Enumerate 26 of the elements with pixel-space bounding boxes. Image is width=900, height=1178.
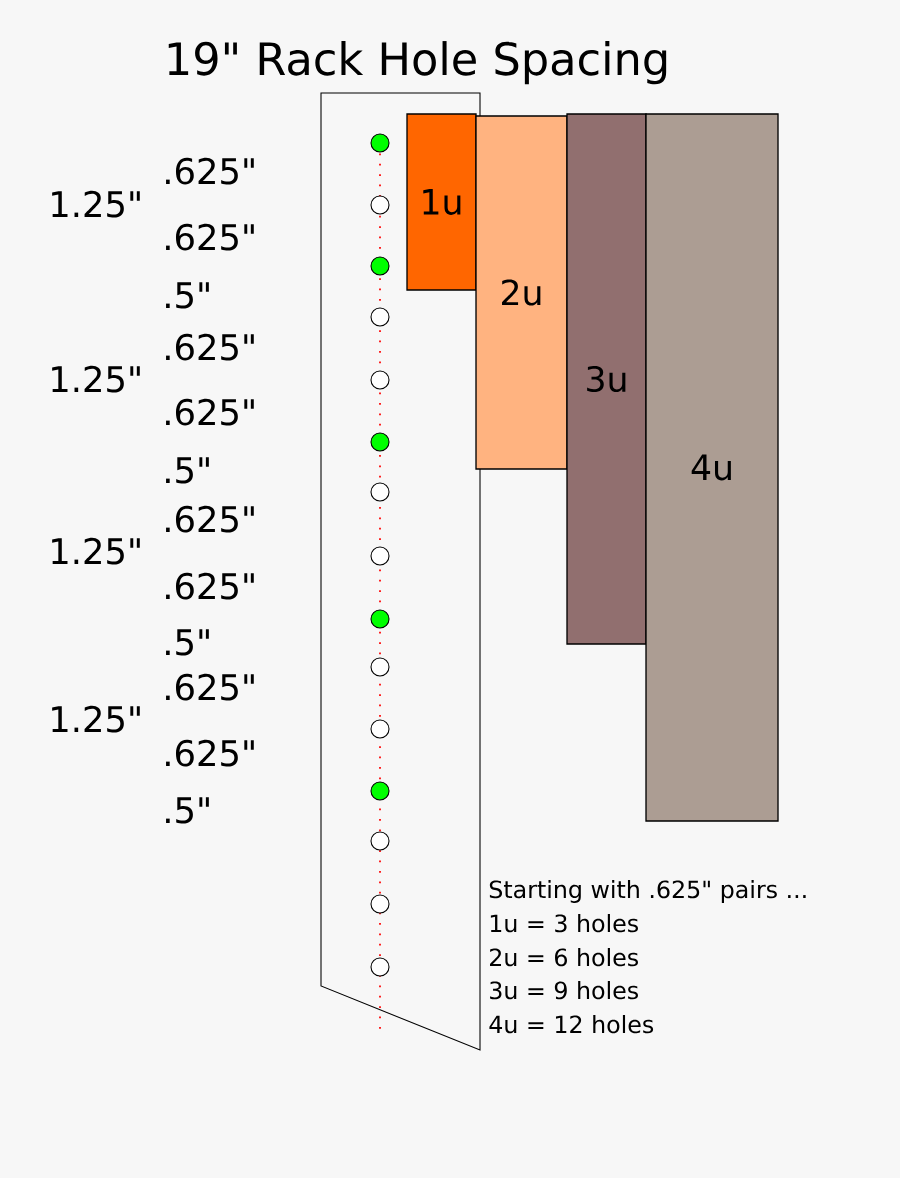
dimension-label: .625" xyxy=(166,739,254,767)
dimension-label: 1.25" xyxy=(52,365,140,393)
dimension-label: .625" xyxy=(166,505,254,533)
note-text: 1u = 3 holes xyxy=(490,914,638,933)
unit-box: 3u xyxy=(566,113,647,645)
note-text: 2u = 6 holes xyxy=(490,948,638,967)
dimension-label: .625" xyxy=(166,223,254,251)
dimension-label: .625" xyxy=(166,398,254,426)
note-text: 3u = 9 holes xyxy=(490,981,638,1000)
dimension-label: .5" xyxy=(166,282,209,309)
unit-box: 4u xyxy=(645,113,779,822)
unit-box: 1u xyxy=(406,113,477,291)
dimension-label: 1.25" xyxy=(52,537,140,565)
dimension-label: .5" xyxy=(166,797,209,824)
unit-box: 2u xyxy=(475,115,568,470)
dimension-label: .625" xyxy=(166,333,254,361)
note-text: 4u = 12 holes xyxy=(489,1015,654,1034)
dimension-label: .625" xyxy=(166,572,254,600)
dimension-label: .625" xyxy=(166,157,254,185)
dimension-label: .5" xyxy=(166,629,209,656)
note-text: Starting with .625" pairs ... xyxy=(489,880,806,903)
dimension-label: 1.25" xyxy=(52,190,140,218)
dimension-label: .625" xyxy=(166,673,254,701)
dimension-label: .5" xyxy=(166,457,209,484)
title: 19" Rack Hole Spacing xyxy=(168,41,667,85)
dimension-label: 1.25" xyxy=(52,705,140,733)
